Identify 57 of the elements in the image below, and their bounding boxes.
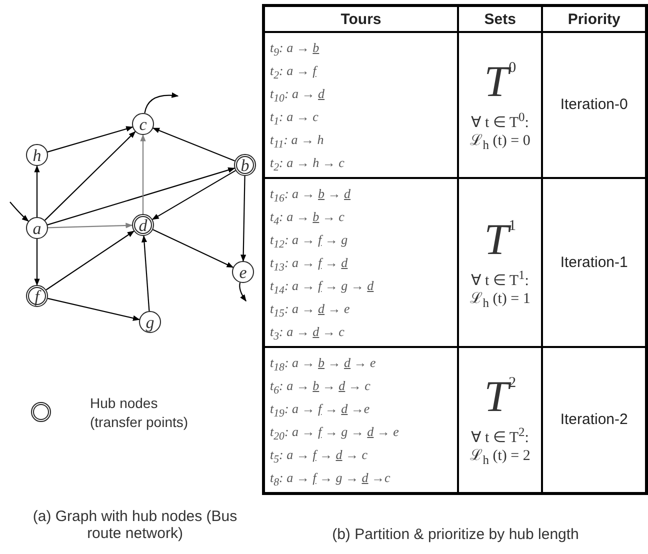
- priority-text: Iteration-1: [560, 254, 628, 270]
- arrow: [152, 128, 235, 162]
- arrow: [47, 167, 236, 226]
- hub-node-circle: b: [234, 154, 256, 176]
- arrow: [239, 282, 246, 302]
- arrow: [46, 230, 134, 290]
- arrow: [240, 176, 246, 262]
- column-header: Tours: [340, 10, 382, 28]
- arrow: [152, 229, 234, 268]
- node-circle: h: [26, 144, 48, 166]
- tour-text: t$_{18}$: a → b → d → e: [270, 354, 377, 374]
- node-circle: e: [232, 261, 254, 283]
- tour-text: t$_{10}$: a → d: [270, 85, 326, 105]
- arrow: [141, 235, 150, 312]
- column-header: Sets: [484, 10, 516, 28]
- caption: (b) Partition & prioritize by hub length: [331, 526, 580, 543]
- tour-text: t$_{5}$: a → f → d → c: [270, 446, 369, 466]
- set-condition: ∀ t ∈ T$^{1}$: ℒ$_{h}$ (t) = 1: [470, 272, 530, 308]
- tour-text: t$_{13}$: a → f → d: [270, 254, 349, 274]
- set-symbol: T$^{1}$: [484, 218, 516, 262]
- tour-text: t$_{20}$: a → f → g → d → e: [270, 423, 400, 443]
- arrow: [10, 202, 29, 222]
- arrow: [48, 222, 133, 228]
- arrow: [47, 126, 134, 152]
- tour-text: t$_{4}$: a → b → c: [270, 208, 346, 228]
- tour-text: t$_{6}$: a → b → d → c: [270, 377, 372, 397]
- tour-text: t$_{2}$: a → h → c: [270, 154, 346, 174]
- tour-text: t$_{1}$: a → c: [270, 108, 320, 128]
- set-condition: ∀ t ∈ T$^{0}$: ℒ$_{h}$ (t) = 0: [470, 114, 530, 150]
- column-header: Priority: [568, 10, 620, 28]
- node-circle: a: [26, 217, 48, 239]
- tour-text: t$_{15}$: a → d → e: [270, 300, 351, 320]
- arrow: [34, 239, 40, 286]
- arrow: [144, 92, 179, 114]
- arrow: [44, 131, 136, 221]
- tour-text: t$_{8}$: a → f → g → d →c: [270, 469, 392, 489]
- tour-text: t$_{2}$: a → f: [270, 62, 319, 82]
- tour-text: t$_{9}$: a → b: [270, 39, 320, 59]
- legend-text: Hub nodes (transfer points): [90, 394, 190, 432]
- node-circle: c: [132, 113, 154, 135]
- set-condition: ∀ t ∈ T$^{2}$: ℒ$_{h}$ (t) = 2: [470, 429, 530, 465]
- priority-text: Iteration-0: [560, 96, 628, 113]
- arrow: [152, 170, 236, 220]
- tour-text: t$_{14}$: a → f → g → d: [270, 277, 375, 297]
- caption: (a) Graph with hub nodes (Bus route network): [32, 508, 238, 542]
- arrow: [48, 298, 140, 321]
- tour-text: t$_{12}$: a → f → g: [270, 231, 349, 251]
- tour-text: t$_{16}$: a → b → d: [270, 185, 352, 205]
- hub-node-circle: f: [26, 285, 48, 307]
- tour-text: t$_{11}$: a → h: [270, 131, 325, 151]
- tour-text: t$_{19}$: a → f → d →e: [270, 400, 371, 420]
- priority-text: Iteration-2: [560, 411, 628, 428]
- tour-text: t$_{3}$: a → d → c: [270, 323, 346, 343]
- arrow: [34, 165, 40, 217]
- arrow: [140, 134, 146, 214]
- node-circle: g: [139, 311, 161, 333]
- hub-node-circle: d: [132, 214, 154, 236]
